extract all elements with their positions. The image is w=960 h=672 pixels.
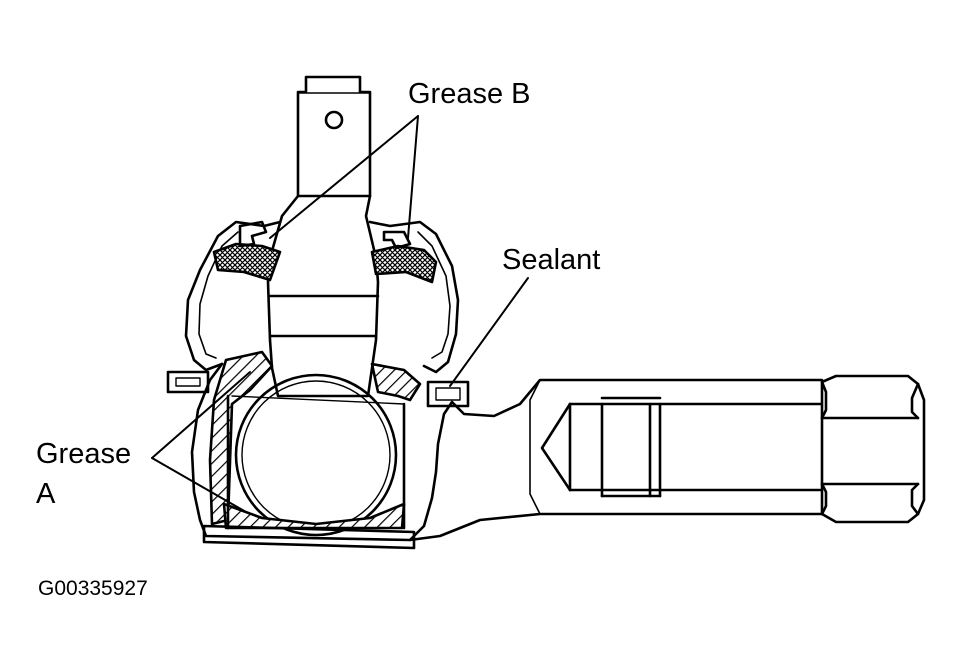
- seal-ring-right: [370, 244, 438, 284]
- cotter-pin-hole: [324, 110, 344, 130]
- leader-lines: [151, 115, 529, 513]
- bore-cone: [540, 402, 572, 492]
- clip-left: [238, 220, 268, 248]
- flange-right: [426, 380, 470, 408]
- label-sealant: Sealant: [502, 244, 601, 276]
- bearing-seat-right: [370, 362, 422, 402]
- bottom-plate: [202, 524, 416, 550]
- flange-left: [166, 370, 210, 394]
- hex-nut-body: [820, 374, 926, 524]
- seal-ring-left: [212, 242, 282, 282]
- leader-grease-a-1: [151, 371, 251, 459]
- hex-nut: [820, 374, 926, 524]
- leader-grease-b-2: [407, 115, 419, 239]
- dust-boot: [184, 220, 460, 374]
- arm-lower-edge: [408, 512, 824, 542]
- label-grease-b: Grease B: [408, 78, 531, 110]
- threaded-shaft: [540, 396, 822, 498]
- stud-tang: [296, 75, 372, 198]
- bearing-seat-left: [208, 350, 274, 526]
- figure-id: G00335927: [38, 577, 148, 600]
- housing-outline: [190, 362, 824, 542]
- stud-ball: [234, 373, 398, 537]
- ball-stud: [234, 75, 398, 537]
- leader-grease-b-1: [269, 115, 419, 239]
- label-grease-a-line2: A: [36, 478, 56, 510]
- leader-grease-a-2: [151, 457, 247, 513]
- socket-housing: [166, 350, 824, 550]
- leader-sealant: [449, 277, 529, 387]
- dust-boot-right: [368, 220, 460, 374]
- label-grease-a-line1: Grease: [36, 438, 132, 470]
- clip-right: [382, 230, 412, 250]
